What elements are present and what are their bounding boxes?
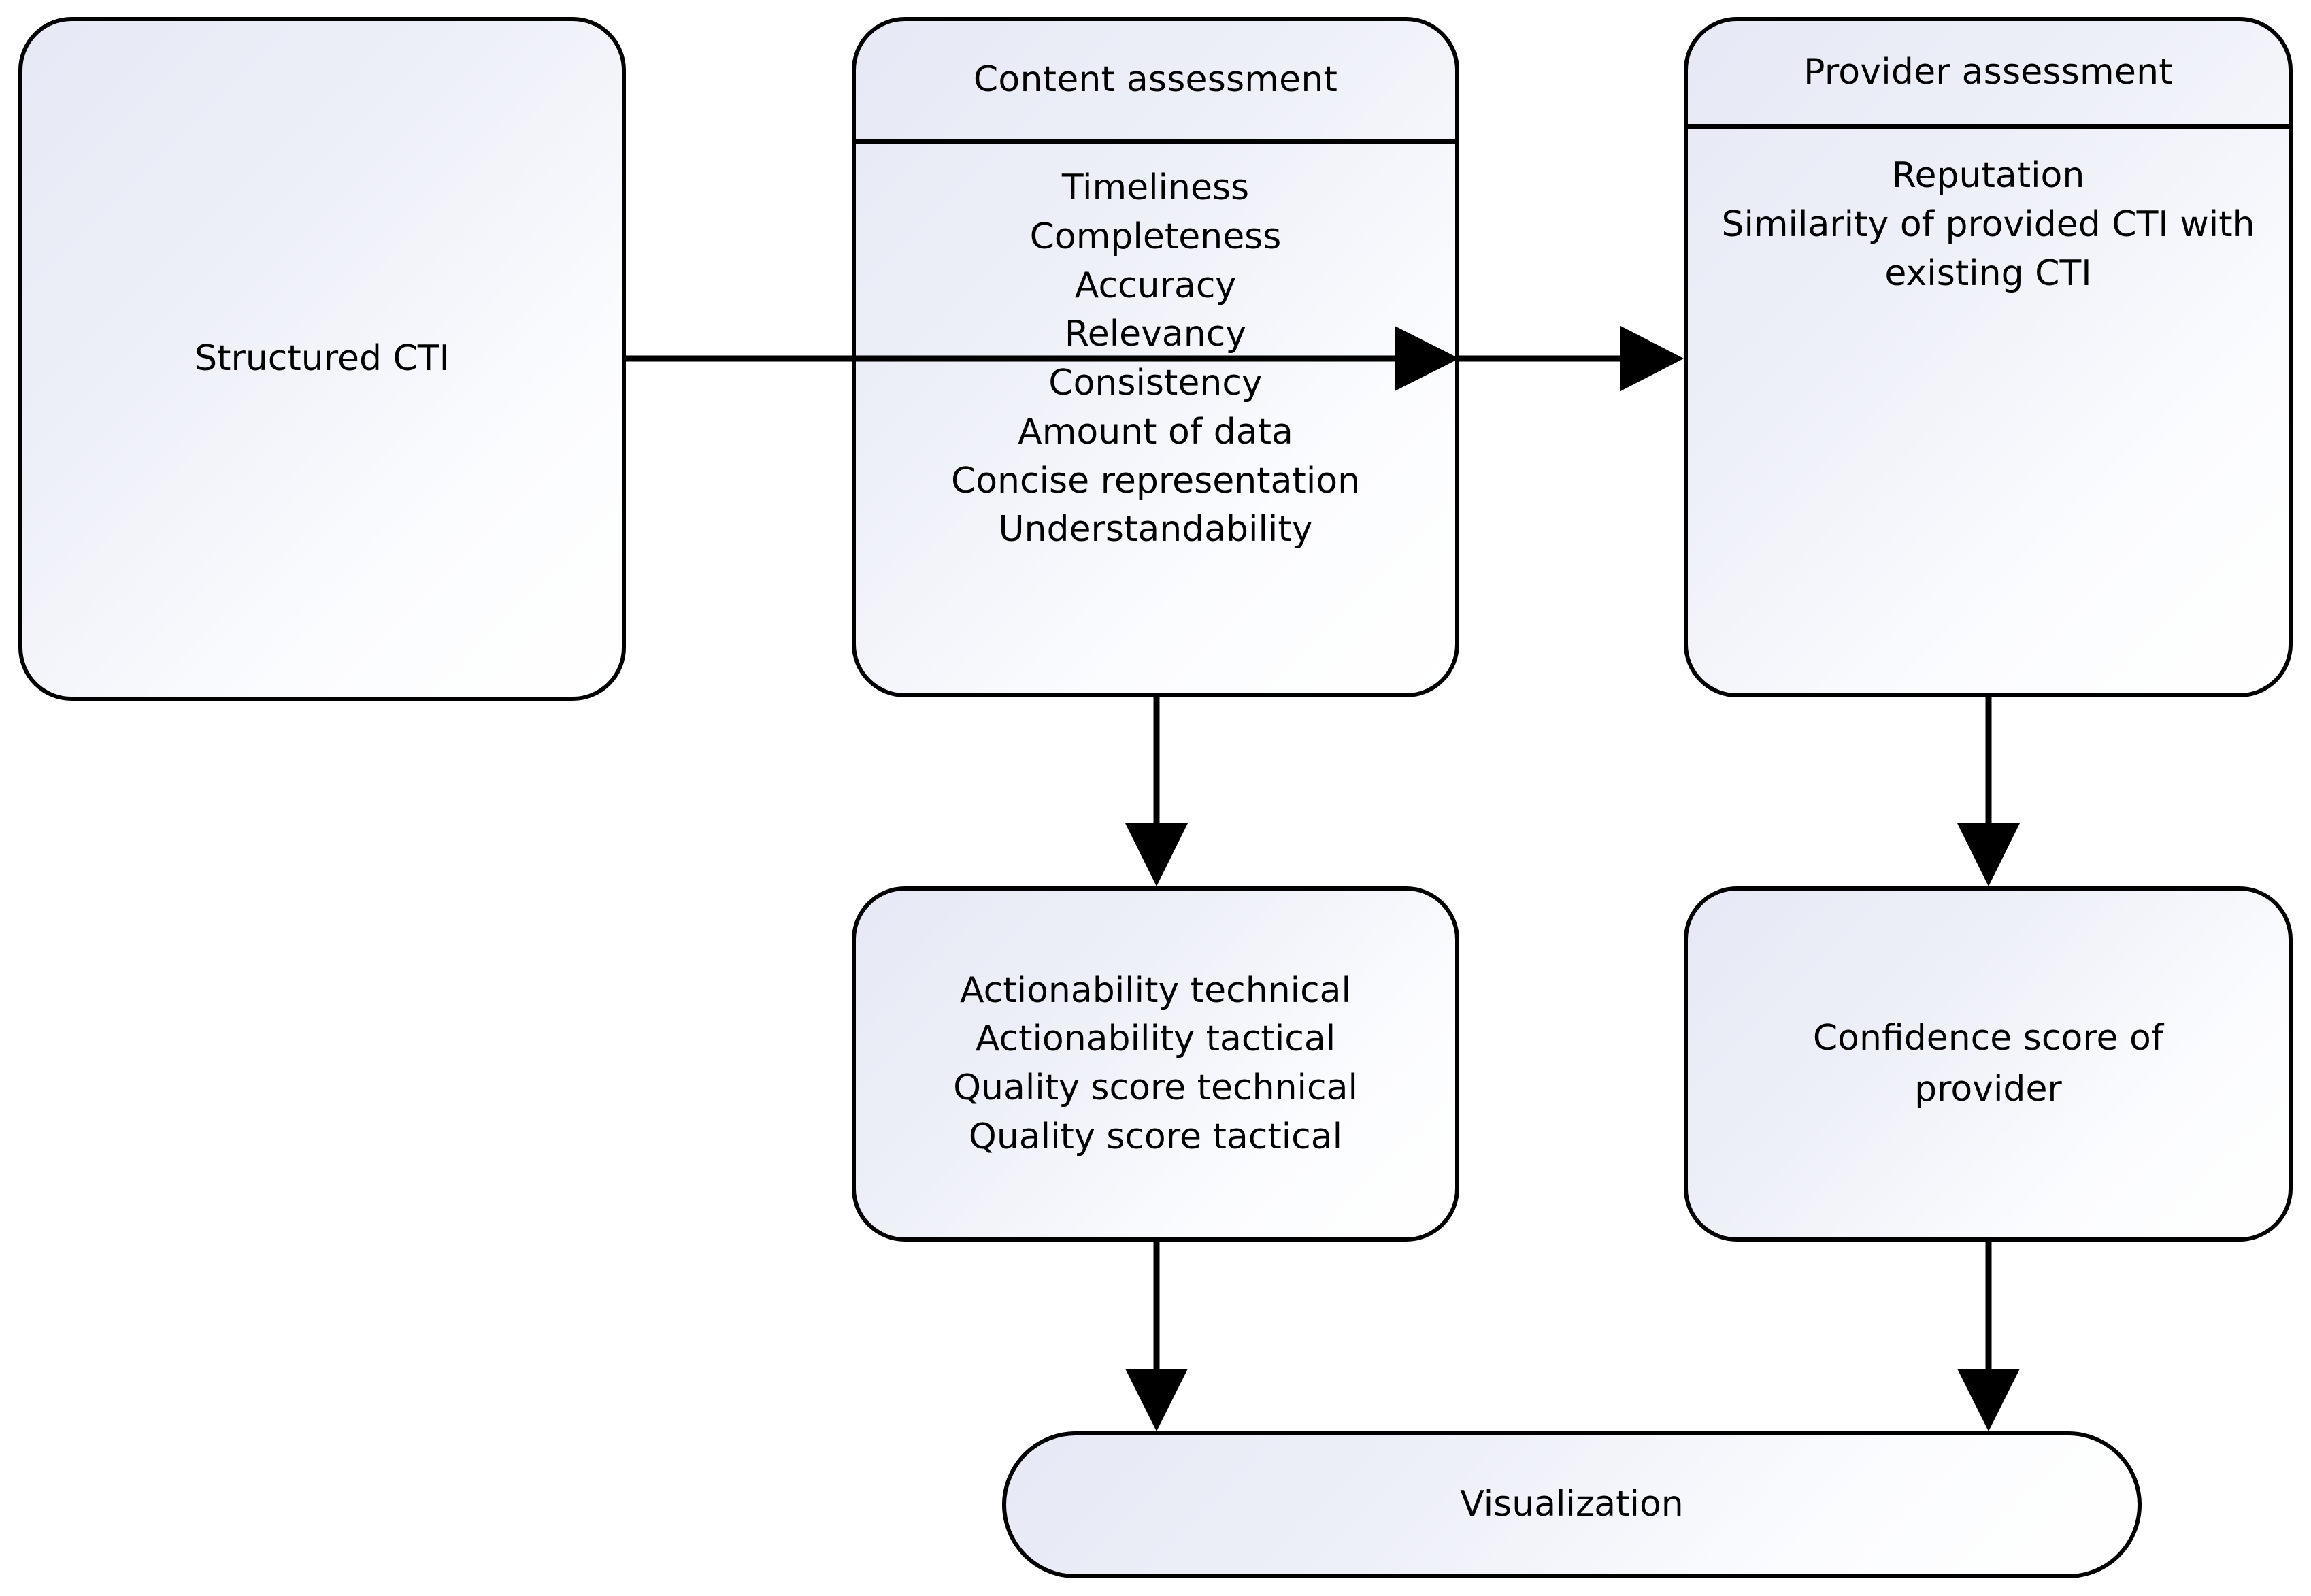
list-item: Consistency (1048, 363, 1263, 403)
list-item: Similarity of provided CTI with existing… (1721, 203, 2255, 294)
node-confidence-score-body: Confidence score of provider (1688, 891, 2289, 1237)
node-provider-assessment-title: Provider assessment (1803, 52, 2173, 93)
node-confidence-score[interactable]: Confidence score of provider (1684, 886, 2293, 1242)
list-item: Completeness (1029, 216, 1282, 257)
arrow-content-assessment-to-actionability (1125, 697, 1188, 886)
list-item: Understandability (998, 509, 1313, 550)
node-provider-assessment-header: Provider assessment (1688, 21, 2289, 129)
list-item: Timeliness (1061, 167, 1250, 208)
arrow-provider-assessment-to-confidence (1957, 697, 2020, 886)
node-content-assessment-header: Content assessment (856, 21, 1455, 144)
list-item: Quality score tactical (968, 1116, 1343, 1157)
arrow-actionability-to-visualization (1125, 1242, 1188, 1431)
list-item: Actionability tactical (975, 1018, 1336, 1060)
node-structured-cti-label: Structured CTI (195, 337, 450, 379)
node-provider-assessment-body: Reputation Similarity of provided CTI wi… (1688, 129, 2289, 693)
node-content-assessment[interactable]: Content assessment Timeliness Completene… (852, 17, 1459, 697)
node-content-assessment-body: Timeliness Completeness Accuracy Relevan… (856, 144, 1455, 693)
node-content-assessment-title: Content assessment (973, 59, 1338, 101)
node-actionability-outputs[interactable]: Actionability technical Actionability ta… (852, 886, 1459, 1242)
node-provider-assessment[interactable]: Provider assessment Reputation Similarit… (1684, 17, 2293, 697)
list-item: Reputation (1891, 155, 2085, 196)
list-item: Relevancy (1064, 314, 1247, 355)
list-item: Concise representation (950, 460, 1361, 501)
list-item: Amount of data (1018, 411, 1293, 452)
list-item: Actionability technical (960, 969, 1351, 1011)
node-structured-cti[interactable]: Structured CTI (18, 17, 626, 701)
arrow-confidence-to-visualization (1957, 1242, 2020, 1431)
arrow-content-assessment-to-provider-assessment (1459, 326, 1684, 391)
list-item: Quality score technical (953, 1067, 1358, 1108)
node-confidence-score-label: Confidence score of provider (1812, 1017, 2164, 1110)
node-visualization[interactable]: Visualization (1002, 1431, 2142, 1578)
node-visualization-label: Visualization (1460, 1484, 1684, 1525)
node-actionability-outputs-body: Actionability technical Actionability ta… (856, 891, 1455, 1237)
list-item: Accuracy (1074, 265, 1237, 306)
